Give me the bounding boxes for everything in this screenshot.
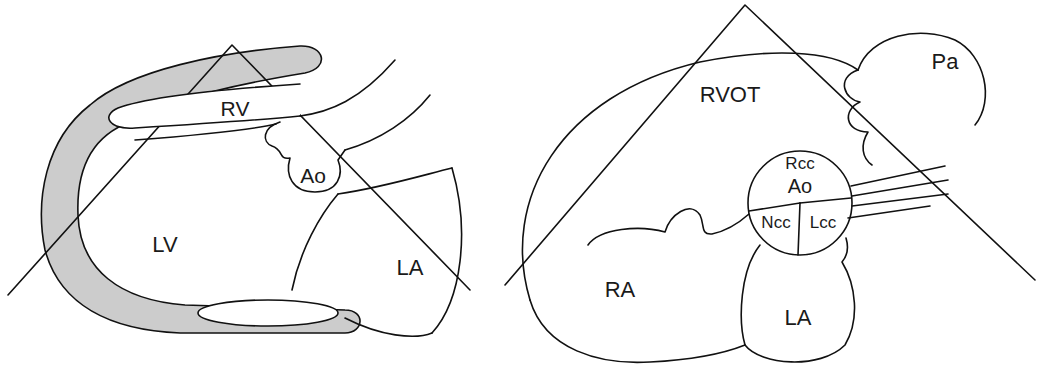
posterior-vessel bbox=[198, 300, 338, 326]
chamber-label: Rcc bbox=[785, 155, 814, 172]
pulmonary-vein bbox=[848, 206, 930, 218]
la-wall bbox=[741, 245, 760, 345]
cusp-line bbox=[749, 203, 800, 211]
ra-wall bbox=[530, 300, 745, 362]
chamber-label: LV bbox=[152, 234, 177, 256]
sector-outline bbox=[8, 45, 470, 295]
cusp-line bbox=[800, 198, 851, 203]
pulmonary-vein bbox=[852, 180, 948, 196]
pulmonary-vein bbox=[852, 194, 948, 206]
aorta-wall bbox=[300, 60, 395, 116]
chamber-label: Ao bbox=[788, 176, 812, 196]
sector-outline bbox=[505, 5, 1035, 285]
rv-cavity bbox=[109, 84, 300, 128]
ra-top bbox=[588, 209, 749, 245]
chamber-label: RVOT bbox=[700, 84, 761, 106]
la-wall bbox=[745, 238, 855, 362]
mitral-leaflet bbox=[292, 194, 338, 290]
myocardium-band bbox=[41, 46, 360, 333]
rvot-wall bbox=[522, 53, 858, 300]
chamber-label: Lcc bbox=[810, 214, 836, 231]
la-wall bbox=[345, 318, 432, 336]
chamber-label: LA bbox=[397, 257, 424, 279]
aortic-root bbox=[265, 122, 345, 192]
chamber-label: RV bbox=[221, 98, 250, 119]
la-wall bbox=[338, 168, 452, 194]
aortic-valve bbox=[748, 151, 852, 255]
chamber-label: Pa bbox=[932, 51, 959, 73]
la-wall bbox=[432, 168, 462, 333]
pulmonary-valve bbox=[844, 70, 872, 165]
chamber-label: LA bbox=[785, 307, 812, 329]
chamber-label: Ncc bbox=[761, 214, 790, 231]
pa-wall bbox=[858, 33, 985, 125]
septum-edge bbox=[135, 124, 276, 140]
aorta-wall bbox=[345, 95, 430, 150]
chamber-label: RA bbox=[605, 279, 636, 301]
chamber-label: Ao bbox=[300, 165, 326, 186]
cusp-line bbox=[798, 203, 800, 255]
